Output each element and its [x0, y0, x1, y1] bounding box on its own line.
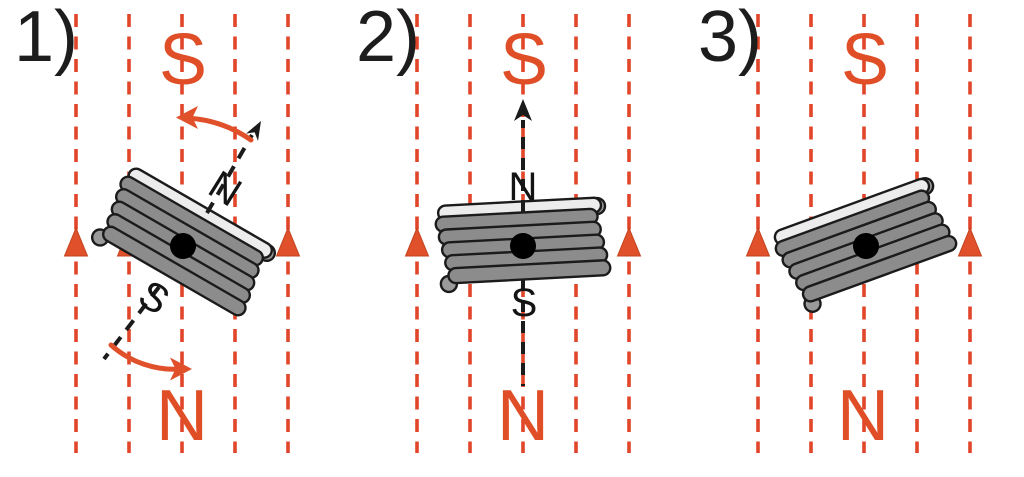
coil-center-dot [510, 233, 536, 259]
panel-2: S N N S 2) [356, 0, 642, 456]
field-arrowhead-up-icon [63, 226, 89, 257]
pole-label-bottom: N [156, 376, 208, 456]
field-arrowhead-up-icon [404, 226, 430, 257]
needle-south-label: S [131, 272, 177, 323]
coil-loop [447, 259, 612, 285]
pole-label-top: S [500, 20, 548, 100]
panel-3: S N 3) [698, 0, 983, 456]
needle-arrowhead-icon [514, 99, 532, 121]
pole-label-bottom: N [497, 376, 549, 456]
panel-label: 2) [356, 0, 420, 77]
panel-label: 1) [14, 0, 78, 77]
field-arrowhead-up-icon [616, 226, 642, 257]
needle-arrowhead-icon [246, 121, 261, 141]
field-arrowhead-up-icon [275, 226, 301, 257]
needle-north-label: N [509, 165, 538, 209]
needle-axis-upper [205, 134, 254, 214]
pole-label-top: S [841, 20, 889, 100]
rotation-arrowhead-right-icon [170, 357, 192, 381]
coil-center-dot [853, 233, 879, 259]
coil [434, 196, 612, 294]
field-arrowhead-up-icon [957, 226, 983, 257]
pole-label-top: S [159, 20, 207, 100]
pole-label-bottom: N [837, 376, 889, 456]
coil-loop [801, 234, 958, 303]
rotation-arrow-bottom [108, 342, 185, 372]
field-arrowhead-up-icon [745, 226, 771, 257]
coil [773, 176, 958, 313]
panel-label: 3) [698, 0, 762, 77]
needle-axis-lower [102, 285, 161, 361]
rotation-arrowhead-left-icon [176, 106, 198, 129]
needle-south-label: S [511, 281, 538, 325]
coil-loop [101, 225, 247, 317]
coil [90, 167, 277, 317]
coil-center-dot [170, 233, 196, 259]
panel-1: S N N S 1) [14, 0, 301, 456]
rotation-arrow-top [183, 115, 254, 143]
